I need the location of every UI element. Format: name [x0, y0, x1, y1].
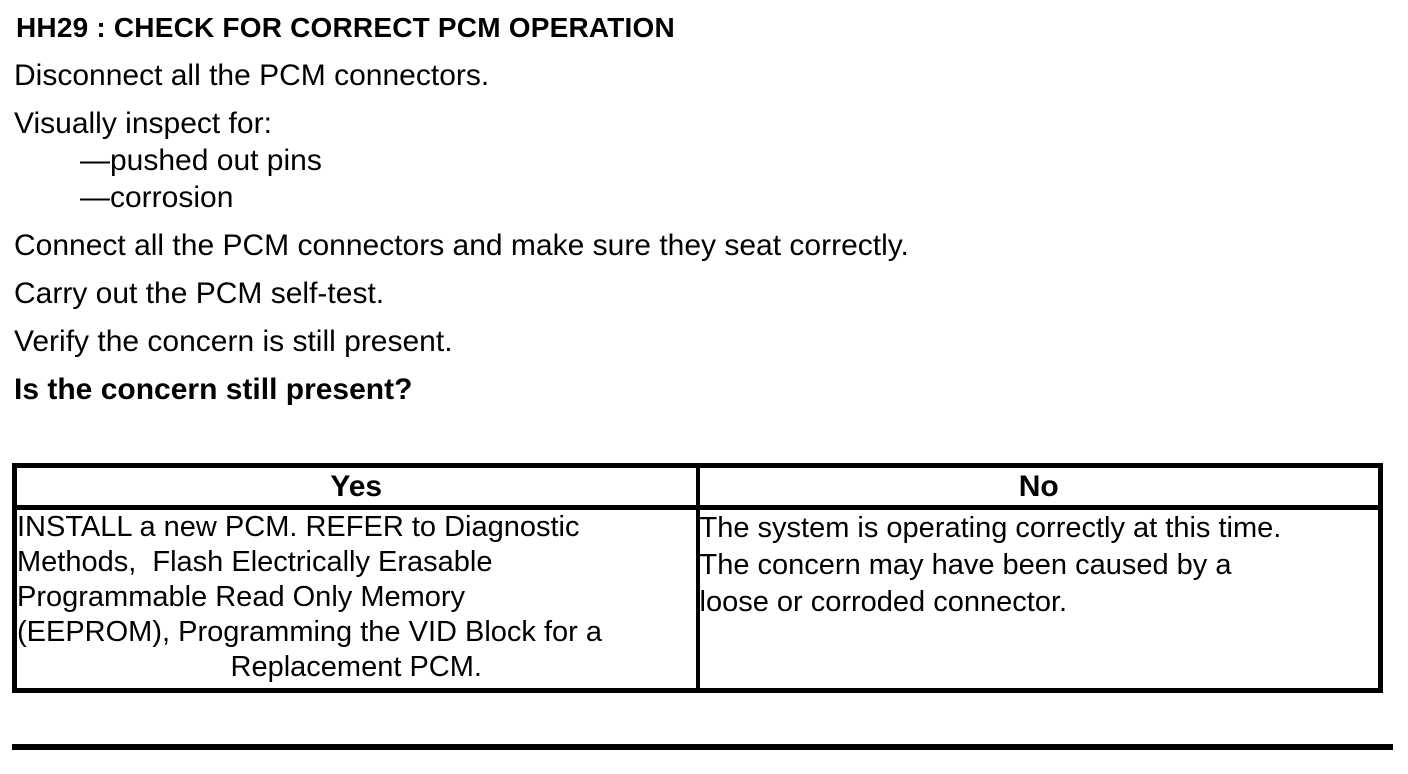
step-self-test: Carry out the PCM self-test.	[14, 277, 385, 310]
decision-question: Is the concern still present?	[14, 373, 413, 406]
step-visually-inspect: Visually inspect for:	[14, 107, 272, 140]
bottom-divider-rule	[12, 744, 1393, 750]
decision-table-header-row: Yes No	[14, 465, 1381, 510]
yes-result-line: Methods, Flash Electrically Erasable	[17, 546, 493, 578]
yes-result-line: (EEPROM), Programming the VID Block for …	[17, 616, 602, 648]
step-verify-concern: Verify the concern is still present.	[14, 325, 453, 358]
section-title: HH29 : CHECK FOR CORRECT PCM OPERATION	[16, 12, 675, 43]
no-column-header: No	[695, 465, 1381, 510]
yes-result-line: INSTALL a new PCM. REFER to Diagnostic	[17, 511, 580, 543]
yes-result-cell: INSTALL a new PCM. REFER to Diagnostic M…	[15, 508, 698, 691]
no-result-line: The system is operating correctly at thi…	[699, 512, 1282, 544]
decision-table-body-row: INSTALL a new PCM. REFER to Diagnostic M…	[15, 507, 1381, 691]
no-result-line: loose or corroded connector.	[699, 586, 1068, 618]
step-disconnect-connectors: Disconnect all the PCM connectors.	[14, 59, 490, 92]
inspect-list-item-pushed-out-pins: —pushed out pins	[80, 144, 322, 177]
no-result-line: The concern may have been caused by a	[699, 549, 1232, 581]
decision-table: Yes No INSTALL a new PCM. REFER to Diagn…	[12, 463, 1383, 693]
no-result-cell: The system is operating correctly at thi…	[695, 507, 1381, 691]
step-connect-connectors: Connect all the PCM connectors and make …	[14, 229, 909, 262]
yes-column-header: Yes	[14, 465, 698, 510]
yes-result-line: Replacement PCM.	[230, 651, 482, 683]
inspect-list-item-corrosion: —corrosion	[80, 181, 234, 214]
yes-result-line: Programmable Read Only Memory	[17, 581, 466, 613]
inspect-list: —pushed out pins —corrosion	[0, 142, 1408, 216]
